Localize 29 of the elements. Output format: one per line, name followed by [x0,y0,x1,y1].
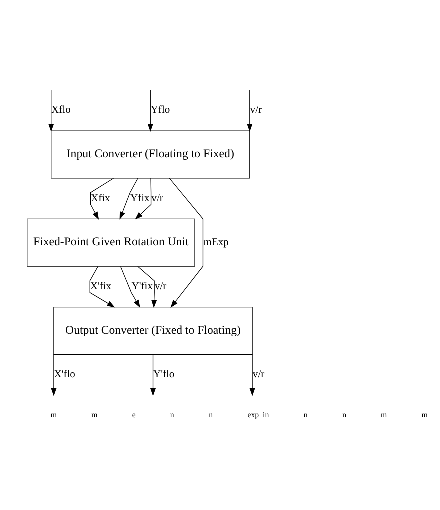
arrow [135,178,152,220]
arrow [90,178,114,220]
edge-label: Y'flo [154,370,175,380]
edge-label: Xfix [91,193,110,204]
arrow [138,266,158,308]
node-box: Fixed-Point Given Rotation Unit [27,218,196,267]
arrow [90,266,116,308]
node-box: Output Converter (Fixed to Floating) [54,306,253,355]
arrow [250,354,256,396]
edge-label: v/r [152,193,164,204]
edge-label: Y'fix [132,281,153,292]
arrow [247,90,253,132]
arrow [51,354,57,396]
edge-label: X'flo [54,370,76,380]
edge-label: Yfix [130,193,150,204]
edge-label: v/r [250,105,262,116]
edge-label: X'fix [90,281,112,292]
edge-label: v/r [154,281,167,292]
arrow [120,178,138,220]
arrow [150,354,156,396]
edge-label: Xflo [52,105,71,116]
arrow [48,90,54,132]
arrow [148,90,154,132]
edge-label: Yflo [150,105,170,116]
edge-label: v/r [252,370,265,380]
arrow [169,178,204,308]
edge-label: mExp [204,237,229,248]
node-box: Input Converter (Floating to Fixed) [51,130,250,179]
arrow [120,266,140,308]
